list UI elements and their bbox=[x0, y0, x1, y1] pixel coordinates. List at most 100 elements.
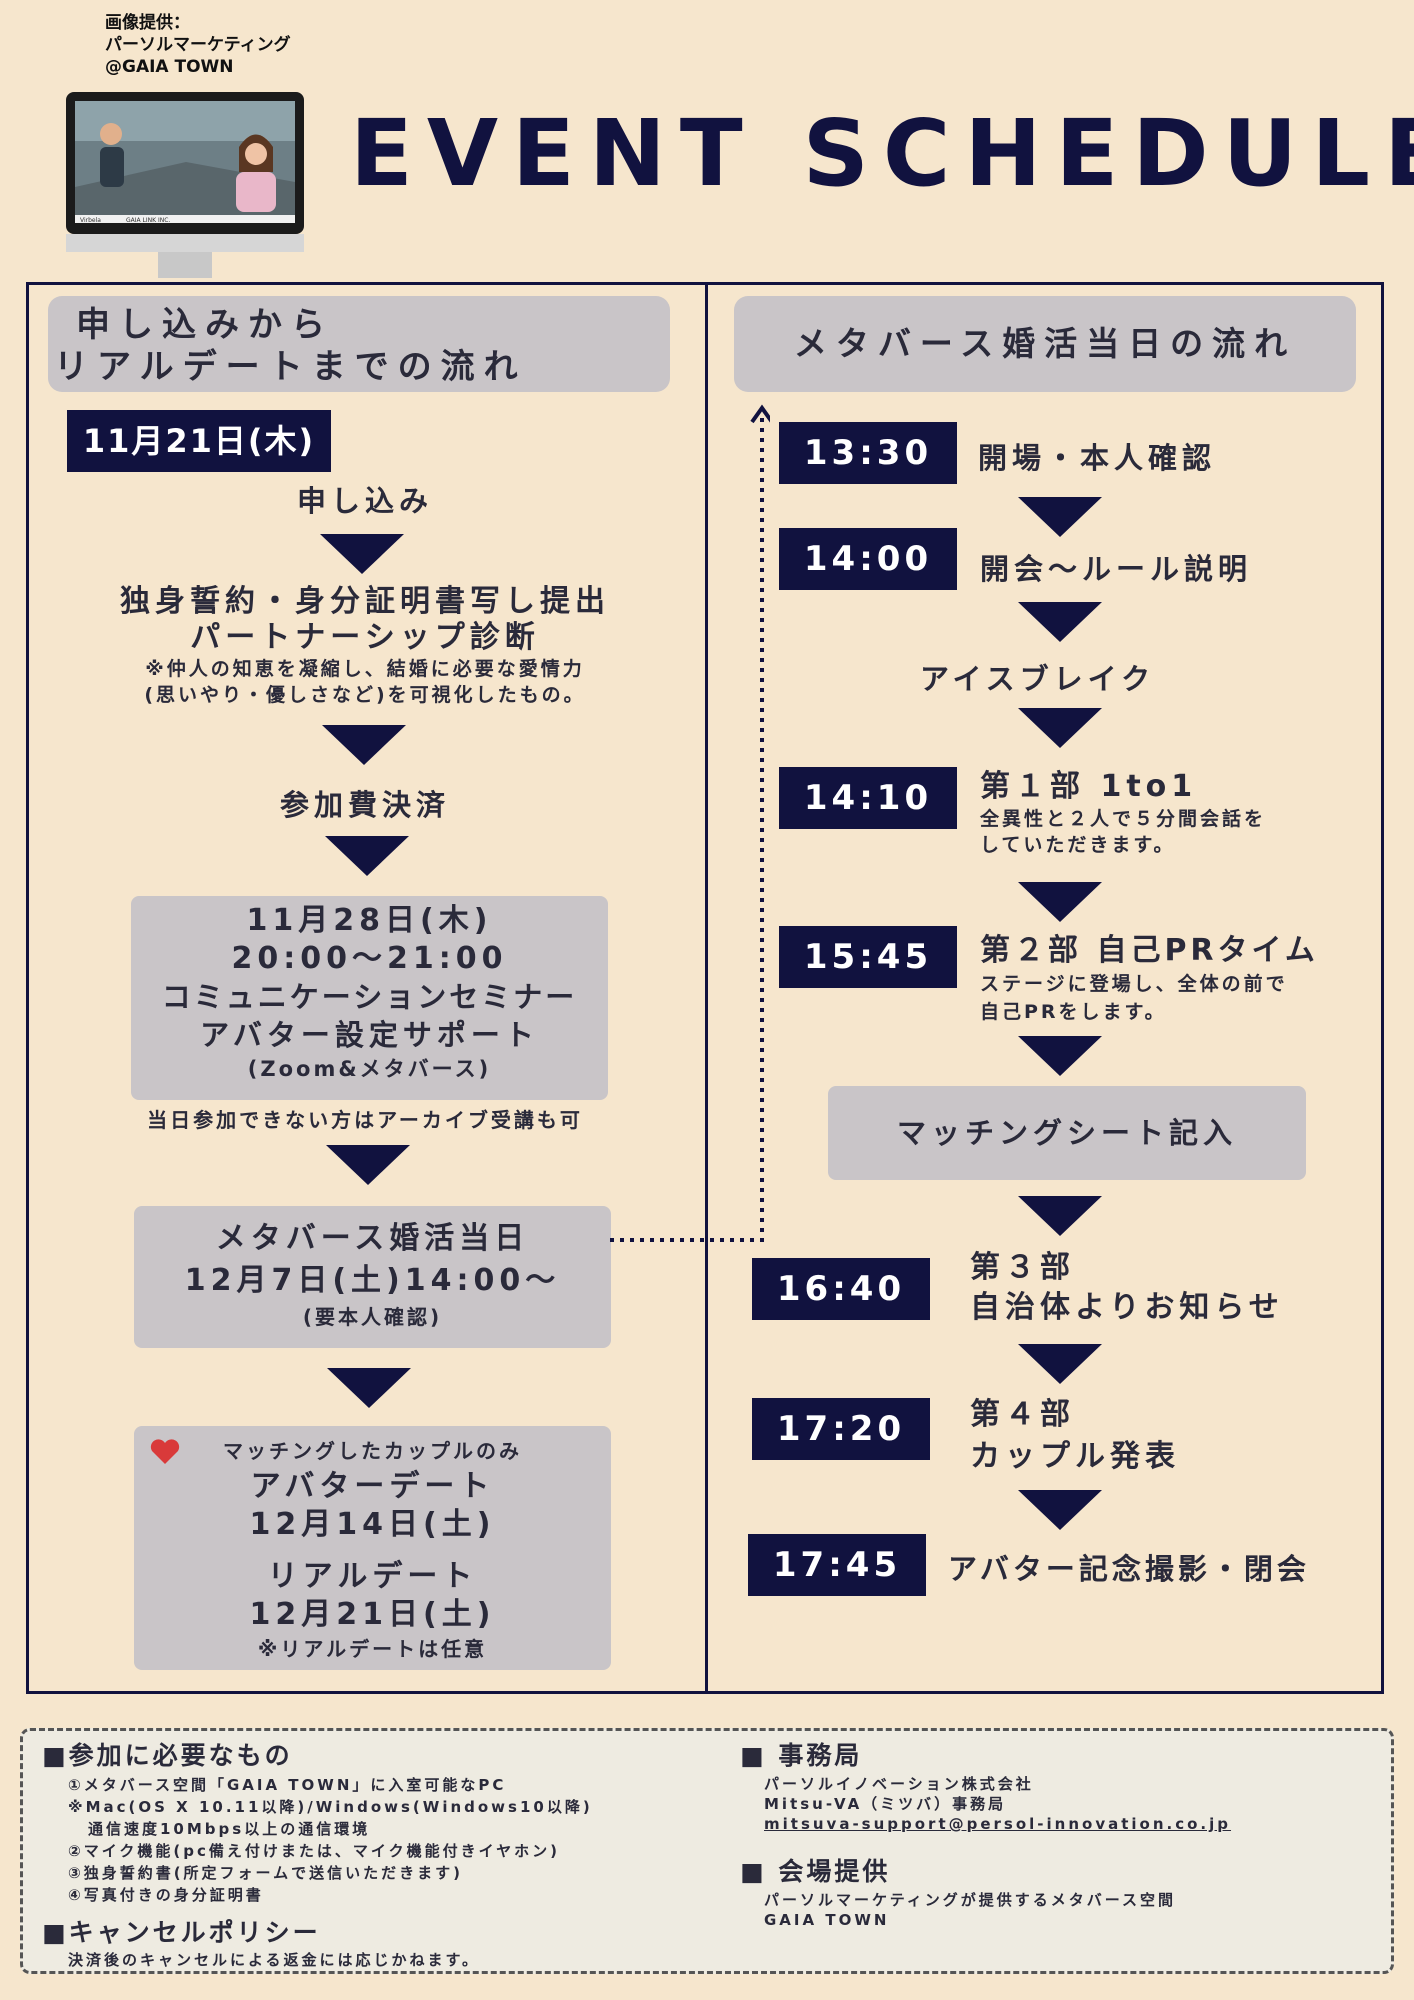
office-line-1: パーソルイノベーション株式会社 bbox=[764, 1775, 1034, 1793]
step-payment: 参加費決済 bbox=[279, 788, 450, 822]
seminar-mode: (Zoom&メタバース) bbox=[247, 1057, 492, 1081]
real-date-note: ※リアルデートは任意 bbox=[257, 1637, 488, 1661]
cancel-text: 決済後のキャンセルによる返金には応じかねます。 bbox=[68, 1951, 481, 1969]
office-email-link[interactable]: mitsuva-support@persol-innovation.co.jp bbox=[764, 1815, 1232, 1833]
label-1330: 開場・本人確認 bbox=[978, 441, 1217, 475]
arrow-r6 bbox=[1018, 1196, 1102, 1236]
office-title: ■ 事務局 bbox=[740, 1741, 863, 1770]
time-1400: 14:00 bbox=[779, 528, 957, 590]
arrow-1 bbox=[320, 534, 404, 574]
partnership-note: ※仲人の知恵を凝縮し、結婚に必要な愛情力 (思いやり・優しさなど)を可視化したも… bbox=[60, 656, 670, 708]
step-docs: 独身誓約・身分証明書写し提出 パートナーシップ診断 bbox=[60, 584, 670, 656]
avatar-male-body bbox=[100, 147, 124, 187]
step-apply: 申し込み bbox=[296, 484, 433, 518]
req-1-note-1: ※Mac(OS X 10.11以降)/Windows(Windows10以降) bbox=[68, 1798, 593, 1816]
req-3: ③独身誓約書(所定フォームで送信いただきます) bbox=[68, 1864, 463, 1882]
requirements-title: ■参加に必要なもの bbox=[42, 1741, 293, 1770]
left-heading-line-1: 申し込みから bbox=[76, 305, 334, 345]
arrow-3 bbox=[325, 836, 409, 876]
requirements-section: ■参加に必要なもの ①メタバース空間「GAIA TOWN」に入室可能なPC ※M… bbox=[42, 1738, 702, 1970]
avatar-male-head bbox=[100, 123, 122, 145]
venue-line-1: パーソルマーケティングが提供するメタバース空間 bbox=[764, 1891, 1177, 1909]
office-line-2: Mitsu-VA（ミツバ）事務局 bbox=[764, 1795, 1007, 1813]
monitor-illustration: Virbela GAIA LINK INC. bbox=[66, 92, 304, 278]
right-heading: メタバース婚活当日の流れ bbox=[734, 296, 1356, 392]
matching-sheet-box: マッチングシート記入 bbox=[828, 1086, 1306, 1180]
req-2: ②マイク機能(pc備え付けまたは、マイク機能付きイヤホン) bbox=[68, 1842, 560, 1860]
label-1640: 第３部 自治体よりお知らせ bbox=[970, 1248, 1284, 1328]
label-1545-note-1: ステージに登場し、全体の前で bbox=[980, 973, 1288, 995]
credit-line-2: パーソルマーケティング bbox=[105, 35, 291, 55]
label-1720-line-2: カップル発表 bbox=[970, 1439, 1180, 1474]
step-docs-line-1: 独身誓約・身分証明書写し提出 bbox=[120, 584, 610, 619]
dates-box: マッチングしたカップルのみ アバターデート 12月14日(土) リアルデート 1… bbox=[134, 1426, 611, 1670]
time-1545: 15:45 bbox=[779, 926, 957, 988]
req-4: ④写真付きの身分証明書 bbox=[68, 1886, 264, 1904]
event-day-name: メタバース婚活当日 bbox=[215, 1221, 530, 1256]
date-tag-apply: 11月21日(木) bbox=[67, 410, 331, 472]
label-1640-line-2: 自治体よりお知らせ bbox=[970, 1290, 1284, 1325]
event-day-datetime: 12月7日(土)14:00〜 bbox=[184, 1263, 561, 1298]
office-section: ■ 事務局 パーソルイノベーション株式会社 Mitsu-VA（ミツバ）事務局 m… bbox=[740, 1738, 1370, 1930]
couples-only-row: マッチングしたカップルのみ bbox=[134, 1434, 611, 1468]
seminar-box: 11月28日(木) 20:00〜21:00 コミュニケーションセミナー アバター… bbox=[131, 896, 608, 1100]
seminar-time: 20:00〜21:00 bbox=[231, 941, 508, 976]
couples-only-label: マッチングしたカップルのみ bbox=[223, 1439, 522, 1463]
arrow-r5 bbox=[1018, 1036, 1102, 1076]
label-1545-note-2: 自己PRをします。 bbox=[980, 1001, 1167, 1023]
time-1745: 17:45 bbox=[748, 1534, 926, 1596]
venue-line-2: GAIA TOWN bbox=[764, 1911, 890, 1929]
arrow-r8 bbox=[1018, 1490, 1102, 1530]
arrow-r3 bbox=[1018, 708, 1102, 748]
seminar-date: 11月28日(木) bbox=[246, 903, 493, 938]
label-1400: 開会〜ルール説明 bbox=[980, 552, 1253, 586]
partnership-note-line-1: ※仲人の知恵を凝縮し、結婚に必要な愛情力 bbox=[145, 658, 585, 680]
time-1720: 17:20 bbox=[752, 1398, 930, 1460]
image-credit: 画像提供： パーソルマーケティング @GAIA TOWN bbox=[105, 12, 291, 78]
cancel-title: ■キャンセルポリシー bbox=[42, 1918, 321, 1947]
credit-line-1: 画像提供： bbox=[105, 13, 190, 33]
dotted-connector bbox=[610, 404, 770, 1242]
step-docs-line-2: パートナーシップ診断 bbox=[190, 620, 540, 655]
label-1720-line-1: 第４部 bbox=[970, 1397, 1075, 1432]
req-1: ①メタバース空間「GAIA TOWN」に入室可能なPC bbox=[68, 1776, 507, 1794]
label-1410-note-1: 全異性と２人で５分間会話を bbox=[980, 808, 1267, 830]
arrow-4 bbox=[326, 1145, 410, 1185]
footer-info-box bbox=[20, 1728, 1394, 1974]
arrow-r1 bbox=[1018, 497, 1102, 537]
label-1410: 第１部 1to1 全異性と２人で５分間会話を していただきます。 bbox=[980, 768, 1266, 858]
label-1640-line-1: 第３部 bbox=[970, 1250, 1075, 1285]
time-1330: 13:30 bbox=[779, 422, 957, 484]
req-1-note-2: 通信速度10Mbps以上の通信環境 bbox=[88, 1820, 371, 1838]
credit-line-3: @GAIA TOWN bbox=[105, 57, 234, 77]
seminar-support: アバター設定サポート bbox=[200, 1018, 539, 1052]
label-1720: 第４部 カップル発表 bbox=[970, 1394, 1180, 1478]
page-title: EVENT SCHEDULE bbox=[350, 100, 1414, 207]
venue-title: ■ 会場提供 bbox=[740, 1857, 891, 1886]
label-1545: 第２部 自己PRタイム ステージに登場し、全体の前で 自己PRをします。 bbox=[980, 932, 1319, 1026]
seminar-note: 当日参加できない方はアーカイブ受講も可 bbox=[147, 1108, 583, 1132]
arrow-r4 bbox=[1018, 882, 1102, 922]
avatar-date: アバターデート bbox=[250, 1469, 495, 1504]
time-1410: 14:10 bbox=[779, 767, 957, 829]
partnership-note-line-2: (思いやり・優しさなど)を可視化したもの。 bbox=[144, 684, 586, 706]
monitor-brand-1: Virbela bbox=[80, 217, 101, 224]
left-heading: 申し込みから リアルデートまでの流れ bbox=[48, 296, 670, 392]
time-1640: 16:40 bbox=[752, 1258, 930, 1320]
label-1410-note-2: していただきます。 bbox=[980, 834, 1176, 856]
arrow-2 bbox=[322, 725, 406, 765]
label-1410-title: 第１部 1to1 bbox=[980, 769, 1198, 804]
avatar-date-day: 12月14日(土) bbox=[249, 1507, 496, 1542]
real-date: リアルデート bbox=[267, 1559, 478, 1594]
event-day-box: メタバース婚活当日 12月7日(土)14:00〜 (要本人確認) bbox=[134, 1206, 611, 1348]
event-day-note: (要本人確認) bbox=[302, 1305, 443, 1329]
seminar-name: コミュニケーションセミナー bbox=[161, 980, 578, 1014]
monitor-brand-2: GAIA LINK INC. bbox=[126, 217, 170, 224]
arrow-r7 bbox=[1018, 1344, 1102, 1384]
arrow-5 bbox=[327, 1368, 411, 1408]
left-heading-line-2: リアルデートまでの流れ bbox=[54, 347, 527, 387]
column-divider bbox=[705, 282, 708, 1694]
label-icebreak: アイスブレイク bbox=[920, 662, 1156, 696]
label-1745: アバター記念撮影・閉会 bbox=[948, 1552, 1310, 1586]
heart-icon bbox=[150, 1439, 180, 1464]
